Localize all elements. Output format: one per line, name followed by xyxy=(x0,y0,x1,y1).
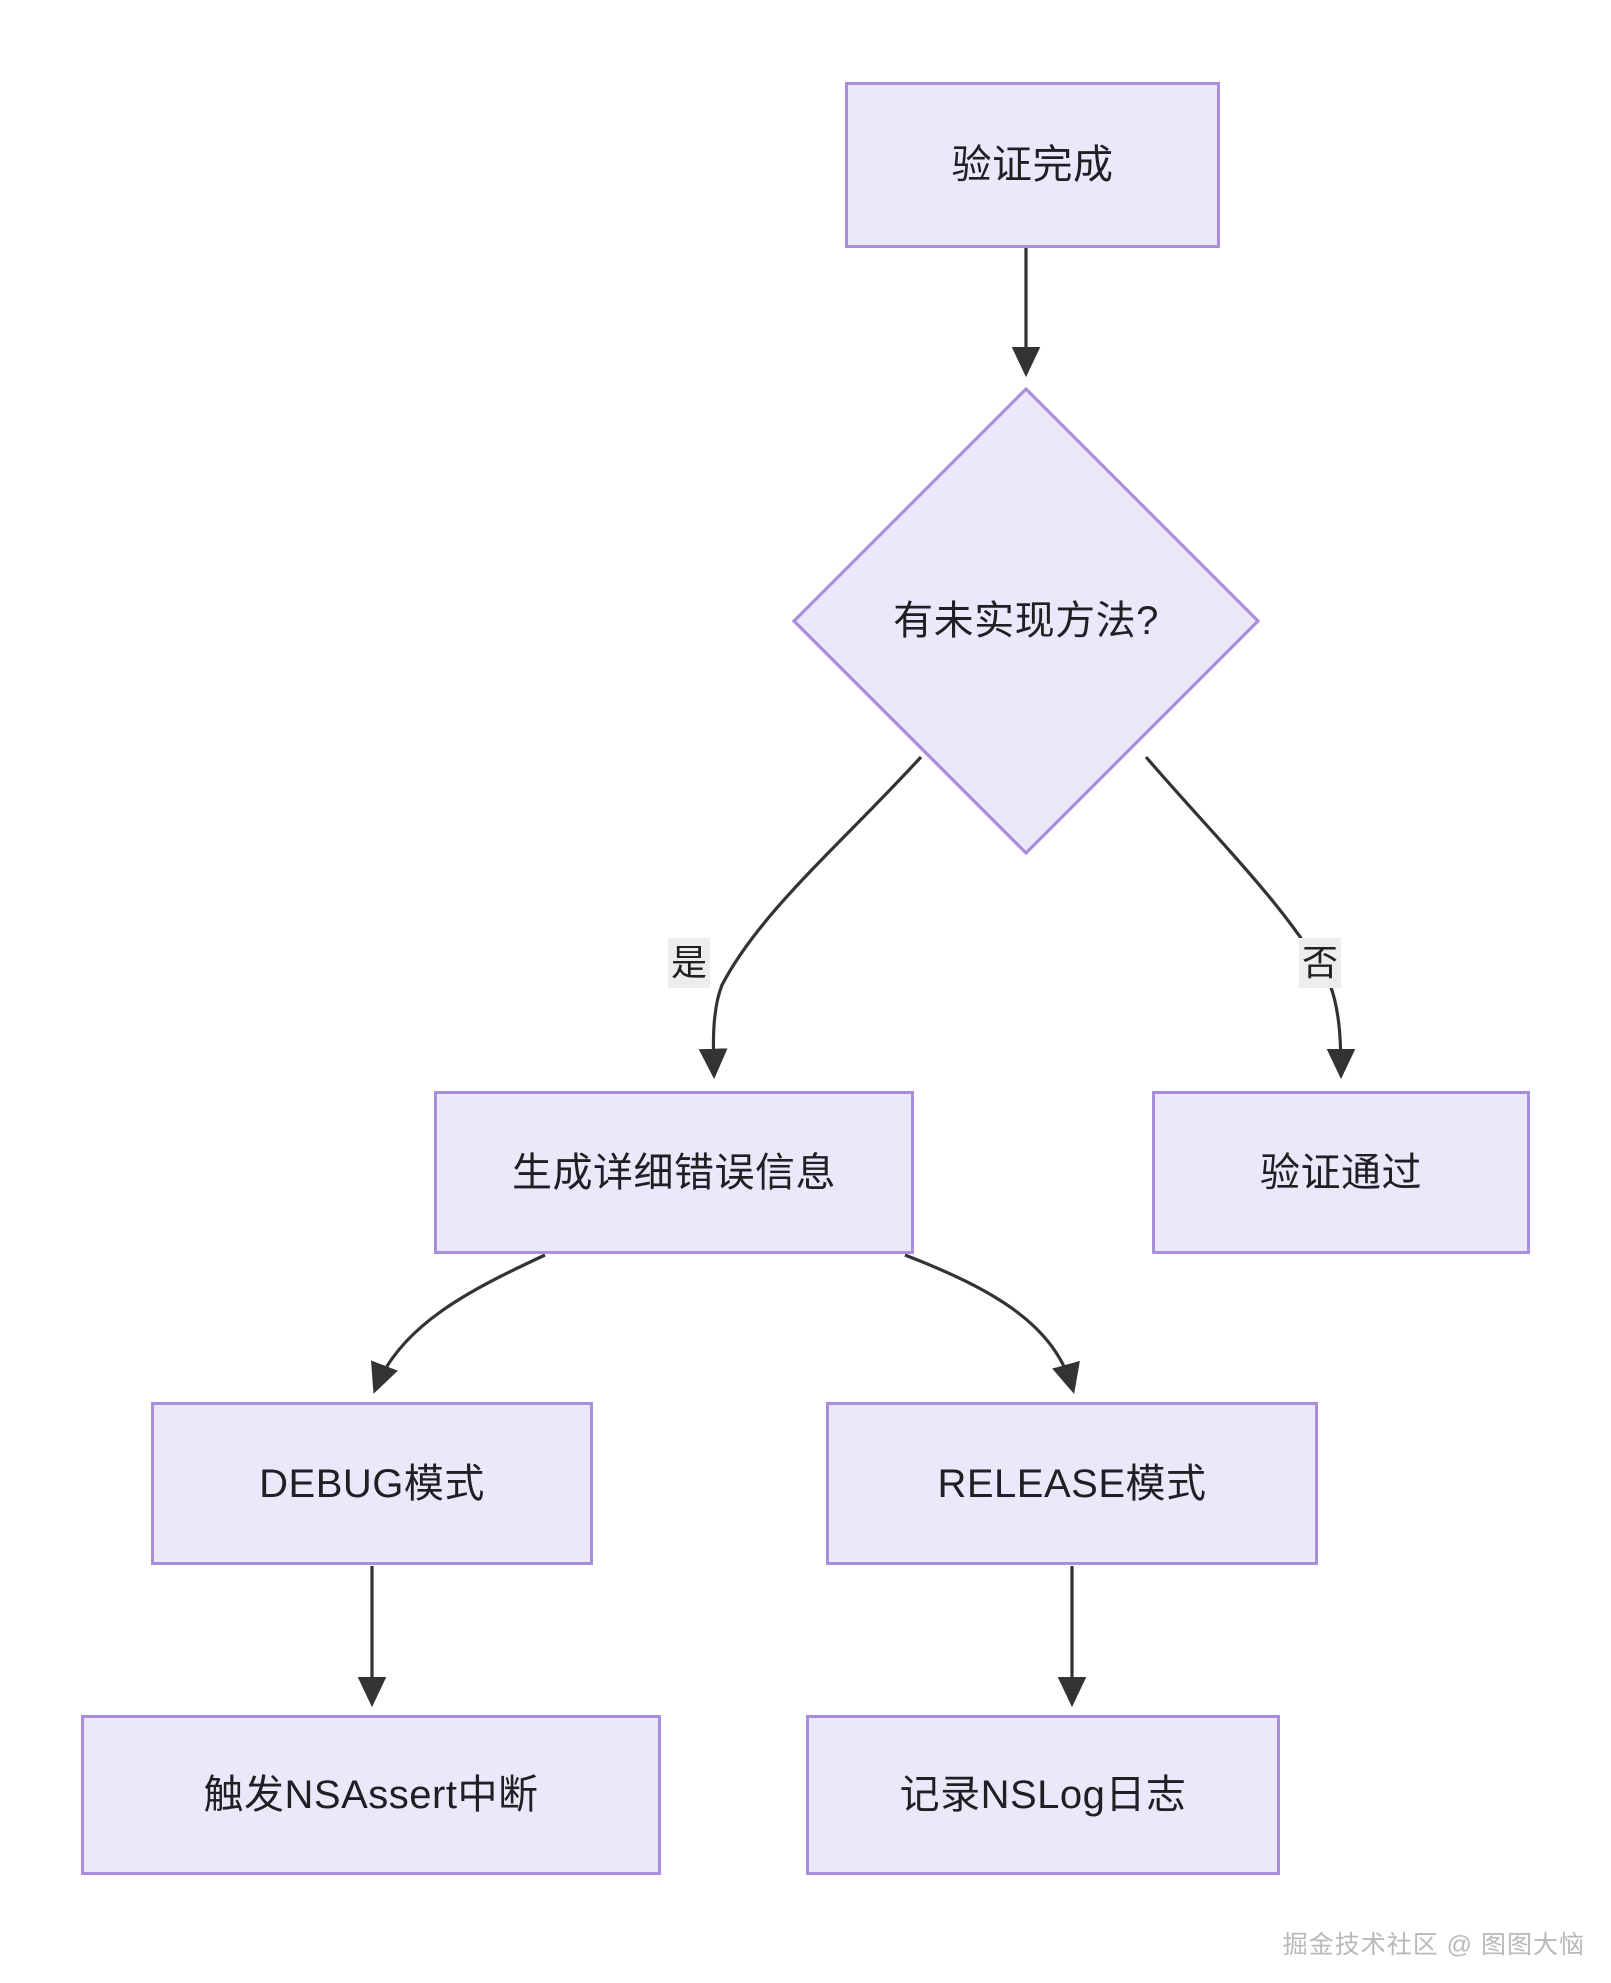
node-start[interactable]: 验证完成 xyxy=(845,82,1220,248)
edge-label-no: 否 xyxy=(1299,938,1342,989)
node-validation-passed-label: 验证通过 xyxy=(1260,1150,1422,1195)
node-start-label: 验证完成 xyxy=(951,143,1114,187)
edge-gen-error-to-debug xyxy=(371,1253,546,1394)
node-generate-error-message-label: 生成详细错误信息 xyxy=(512,1150,836,1195)
node-record-nslog[interactable]: 记录NSLog日志 xyxy=(806,1715,1280,1875)
node-debug-mode-label: DEBUG模式 xyxy=(259,1461,485,1506)
node-debug-mode[interactable]: DEBUG模式 xyxy=(151,1402,593,1565)
node-record-nslog-label: 记录NSLog日志 xyxy=(899,1773,1187,1817)
node-decision[interactable]: 有未实现方法? xyxy=(791,386,1261,856)
edge-gen-error-to-release xyxy=(904,1253,1080,1395)
node-release-mode[interactable]: RELEASE模式 xyxy=(826,1402,1318,1565)
node-validation-passed[interactable]: 验证通过 xyxy=(1152,1091,1530,1254)
watermark-text: 掘金技术社区 @ 图图大恼 xyxy=(1282,1931,1585,1959)
edge-label-yes: 是 xyxy=(668,938,711,989)
edge-decision-to-gen-error xyxy=(698,755,923,1080)
node-generate-error-message[interactable]: 生成详细错误信息 xyxy=(434,1091,914,1254)
node-trigger-nsassert-label: 触发NSAssert中断 xyxy=(203,1773,539,1817)
diamond-shape-icon xyxy=(791,386,1261,856)
node-decision-label: 有未实现方法? xyxy=(893,599,1159,643)
node-trigger-nsassert[interactable]: 触发NSAssert中断 xyxy=(81,1715,661,1875)
node-release-mode-label: RELEASE模式 xyxy=(937,1461,1207,1506)
